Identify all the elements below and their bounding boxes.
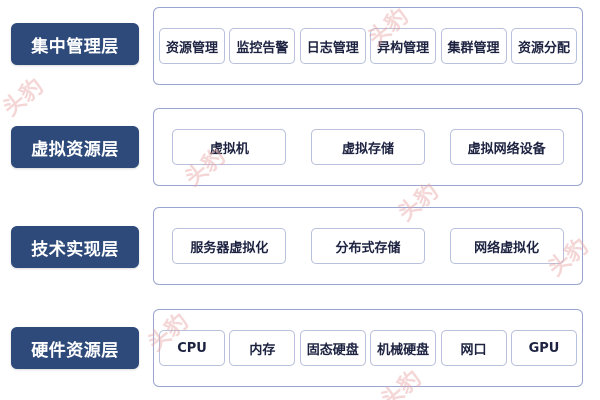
- watermark-logo: 头豹: [0, 74, 49, 122]
- item-resource-allocation: 资源分配: [510, 28, 577, 64]
- item-memory: 内存: [229, 330, 296, 366]
- item-cpu: CPU: [159, 330, 225, 366]
- item-ssd: 固态硬盘: [299, 330, 366, 366]
- item-network-port: 网口: [440, 330, 507, 366]
- item-monitoring-alert: 监控告警: [229, 28, 296, 64]
- item-virtual-storage: 虚拟存储: [310, 129, 425, 165]
- layer-label-hardware: 硬件资源层: [11, 327, 139, 369]
- item-hdd: 机械硬盘: [370, 330, 437, 366]
- layer-box-hardware: CPU 内存 固态硬盘 机械硬盘 网口 GPU: [153, 309, 583, 387]
- layer-box-virtual-resources: 虚拟机 虚拟存储 虚拟网络设备: [153, 108, 583, 186]
- layer-box-technology: 服务器虚拟化 分布式存储 网络虚拟化: [153, 207, 583, 285]
- item-resource-management: 资源管理: [159, 28, 225, 64]
- layer-box-management: 资源管理 监控告警 日志管理 异构管理 集群管理 资源分配: [153, 7, 583, 85]
- item-server-virtualization: 服务器虚拟化: [172, 228, 287, 264]
- item-gpu: GPU: [510, 330, 577, 366]
- item-cluster-management: 集群管理: [440, 28, 507, 64]
- layer-label-virtual-resources: 虚拟资源层: [11, 126, 139, 168]
- item-heterogeneous-management: 异构管理: [370, 28, 437, 64]
- item-virtual-machine: 虚拟机: [172, 129, 287, 165]
- item-log-management: 日志管理: [299, 28, 366, 64]
- item-virtual-network-device: 虚拟网络设备: [449, 129, 564, 165]
- layer-label-technology: 技术实现层: [11, 226, 139, 268]
- item-network-virtualization: 网络虚拟化: [449, 228, 564, 264]
- item-distributed-storage: 分布式存储: [310, 228, 425, 264]
- layer-label-management: 集中管理层: [11, 23, 139, 65]
